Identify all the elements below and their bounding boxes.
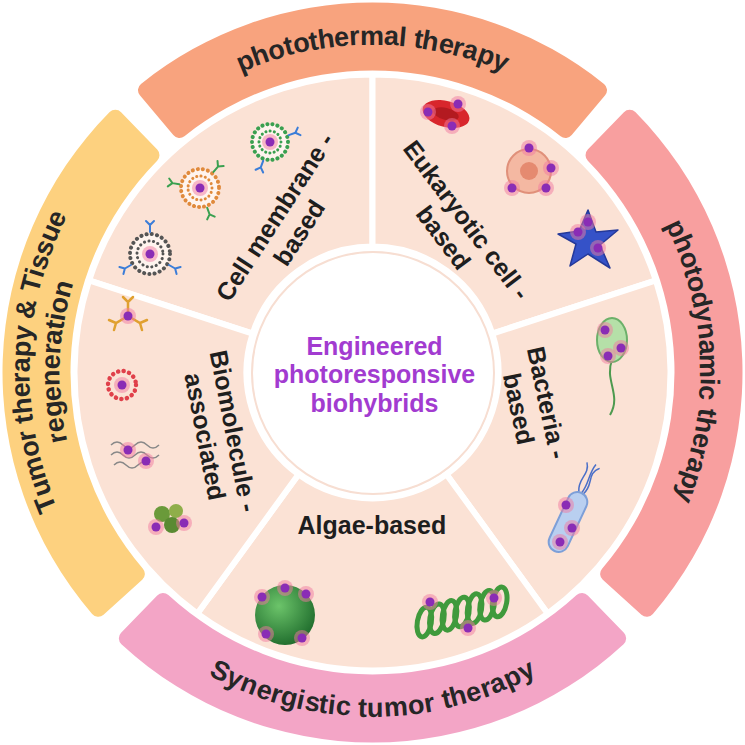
application-band: Tumor therapy & Tissue regeneration (0, 104, 165, 623)
band-letter: c (693, 385, 724, 402)
algae-sphere (255, 585, 315, 645)
band-letter: c (334, 692, 352, 723)
bacterium-icon (597, 318, 627, 415)
band-letter: n (37, 369, 67, 386)
band-letter: m (360, 22, 384, 52)
band-letter: e (37, 385, 68, 402)
band-fill (138, 2, 607, 137)
band-letter: t (358, 693, 368, 723)
center-circle: Engineered photoresponsive biohybrids (251, 251, 495, 495)
ring-icon (108, 371, 136, 399)
vesicle-icon (168, 161, 224, 220)
band-letter: & (11, 297, 44, 322)
vesicle-icon (252, 124, 300, 172)
band-letter: a (383, 22, 400, 52)
band-letter: e (7, 382, 37, 399)
band-label: Tumor therapy & Tissue regeneration (0, 104, 165, 623)
band-letter: e (37, 354, 67, 370)
band-letter: a (692, 338, 723, 355)
band-fill (2, 110, 159, 617)
band-label: photothermal therapy (132, 0, 613, 144)
band-label: photodynamic therapy (580, 104, 745, 623)
band-letter: p (7, 340, 38, 358)
band-letter: r (6, 372, 36, 383)
red-blood-cell (419, 95, 472, 133)
band-letter (350, 693, 359, 723)
bacterium-icon (545, 460, 604, 555)
band-letter: a (6, 357, 36, 373)
center-label: Engineered photoresponsive biohybrids (265, 332, 485, 418)
band-letter: r (348, 22, 360, 52)
sector-label: Algae-based (298, 511, 447, 540)
dendritic-cell (558, 210, 618, 268)
band-fill (586, 110, 743, 617)
application-band: photothermal therapy (132, 0, 613, 144)
band-letter: u (367, 694, 384, 724)
application-band: Synergistic tumor therapy (113, 587, 632, 745)
band-letter: y (8, 324, 39, 342)
spirulina-icon (408, 583, 516, 642)
band-label: Synergistic tumor therapy (113, 587, 632, 745)
band-letter: l (397, 23, 407, 53)
application-band: photodynamic therapy (580, 104, 745, 623)
band-letter: h (7, 396, 38, 415)
vesicle-icon (119, 221, 180, 274)
band-letter: m (383, 692, 409, 723)
antibody-icon (109, 297, 147, 330)
cell-icon (507, 149, 551, 193)
protein-icon (148, 504, 192, 535)
band-letter: m (693, 354, 723, 379)
strand-icon (111, 442, 159, 469)
band-letter: e (333, 22, 351, 53)
band-fill (119, 593, 626, 743)
